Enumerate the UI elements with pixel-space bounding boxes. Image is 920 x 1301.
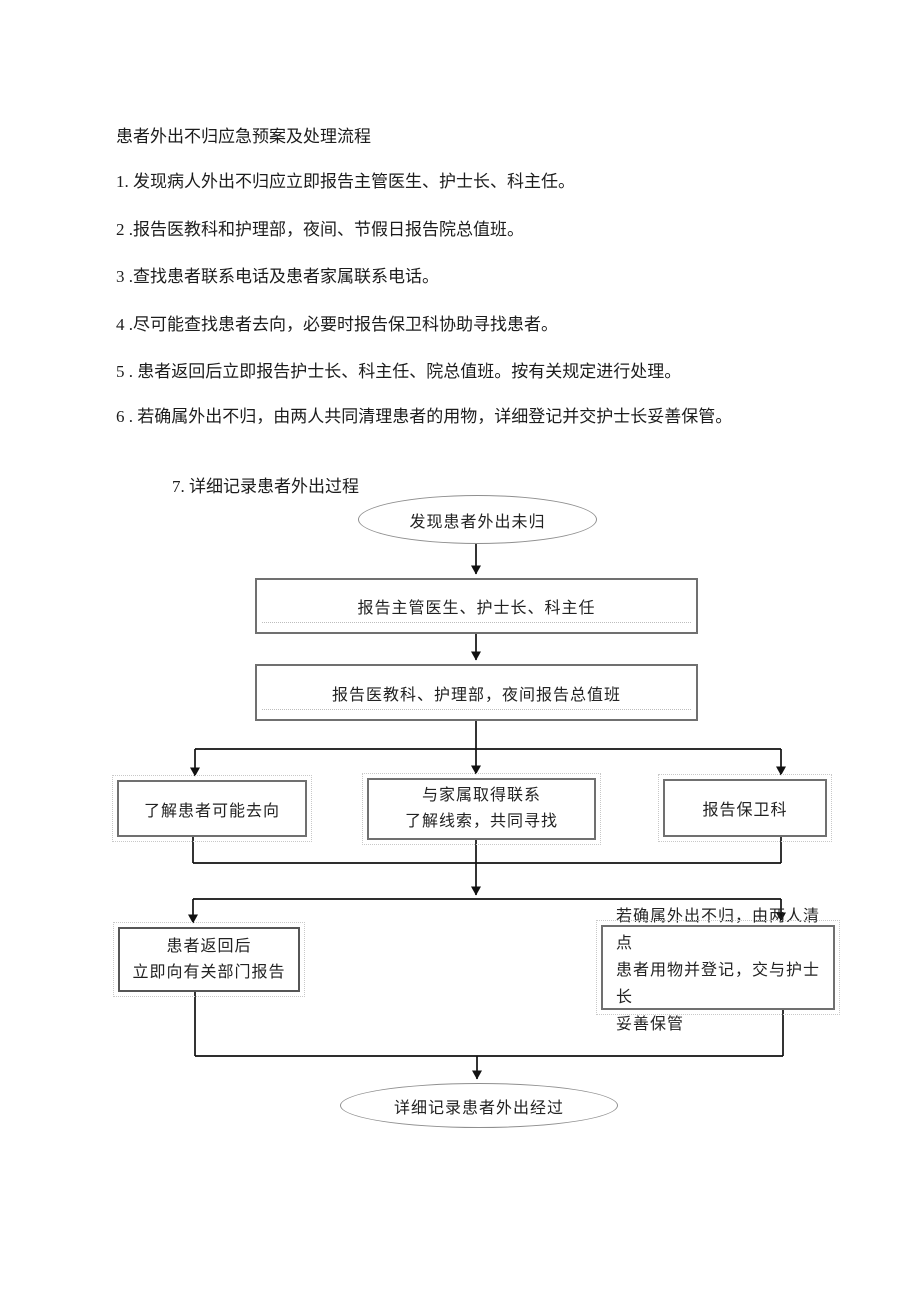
flow-step-custody-line3: 妥善保管: [616, 1016, 685, 1033]
list-item: 7. 详细记录患者外出过程: [172, 477, 359, 496]
flow-end-ellipse: 详细记录患者外出经过: [340, 1083, 618, 1128]
flow-step-custody-line1: 若确属外出不归，由两人清点: [616, 908, 821, 952]
flow-branch-family-line1: 与家属取得联系: [421, 787, 541, 804]
flow-branch-security: 报告保卫科: [658, 774, 832, 842]
flow-branch-whereabouts: 了解患者可能去向: [112, 775, 312, 842]
list-item: 2 .报告医教科和护理部，夜间、节假日报告院总值班。: [116, 220, 524, 239]
flow-step-report-staff: 报告主管医生、护士长、科主任: [255, 578, 698, 634]
list-item: 3 .查找患者联系电话及患者家属联系电话。: [116, 267, 439, 286]
list-item: 5 . 患者返回后立即报告护士长、科主任、院总值班。按有关规定进行处理。: [116, 362, 682, 381]
flow-start-ellipse: 发现患者外出未归: [358, 495, 597, 544]
flow-start-label: 发现患者外出未归: [409, 513, 546, 531]
flow-step-report-staff-label: 报告主管医生、护士长、科主任: [357, 600, 596, 617]
list-item: 4 .尽可能查找患者去向，必要时报告保卫科协助寻找患者。: [116, 315, 558, 334]
flow-step-return-line2: 立即向有关部门报告: [132, 963, 286, 981]
flow-branch-family-line2: 了解线索，共同寻找: [404, 813, 558, 830]
list-item: 1. 发现病人外出不归应立即报告主管医生、护士长、科主任。: [116, 172, 575, 191]
flow-end-label: 详细记录患者外出经过: [393, 1099, 564, 1117]
flow-step-return: 患者返回后 立即向有关部门报告: [113, 922, 305, 997]
flow-branch-whereabouts-label: 了解患者可能去向: [143, 802, 280, 820]
flow-step-custody: 若确属外出不归，由两人清点 患者用物并登记，交与护士长 妥善保管: [596, 908, 840, 1033]
flow-step-report-dept-label: 报告医教科、护理部，夜间报告总值班: [331, 686, 621, 704]
flow-step-custody-line2: 患者用物并登记，交与护士长: [616, 962, 821, 1006]
page-title: 患者外出不归应急预案及处理流程: [116, 127, 371, 146]
flow-step-return-line1: 患者返回后: [166, 937, 252, 955]
flow-branch-security-label: 报告保卫科: [702, 802, 788, 819]
flow-step-report-dept: 报告医教科、护理部，夜间报告总值班: [255, 664, 698, 721]
list-item: 6 . 若确属外出不归，由两人共同清理患者的用物，详细登记并交护士长妥善保管。: [116, 407, 733, 426]
flow-branch-family: 与家属取得联系 了解线索，共同寻找: [362, 773, 601, 845]
